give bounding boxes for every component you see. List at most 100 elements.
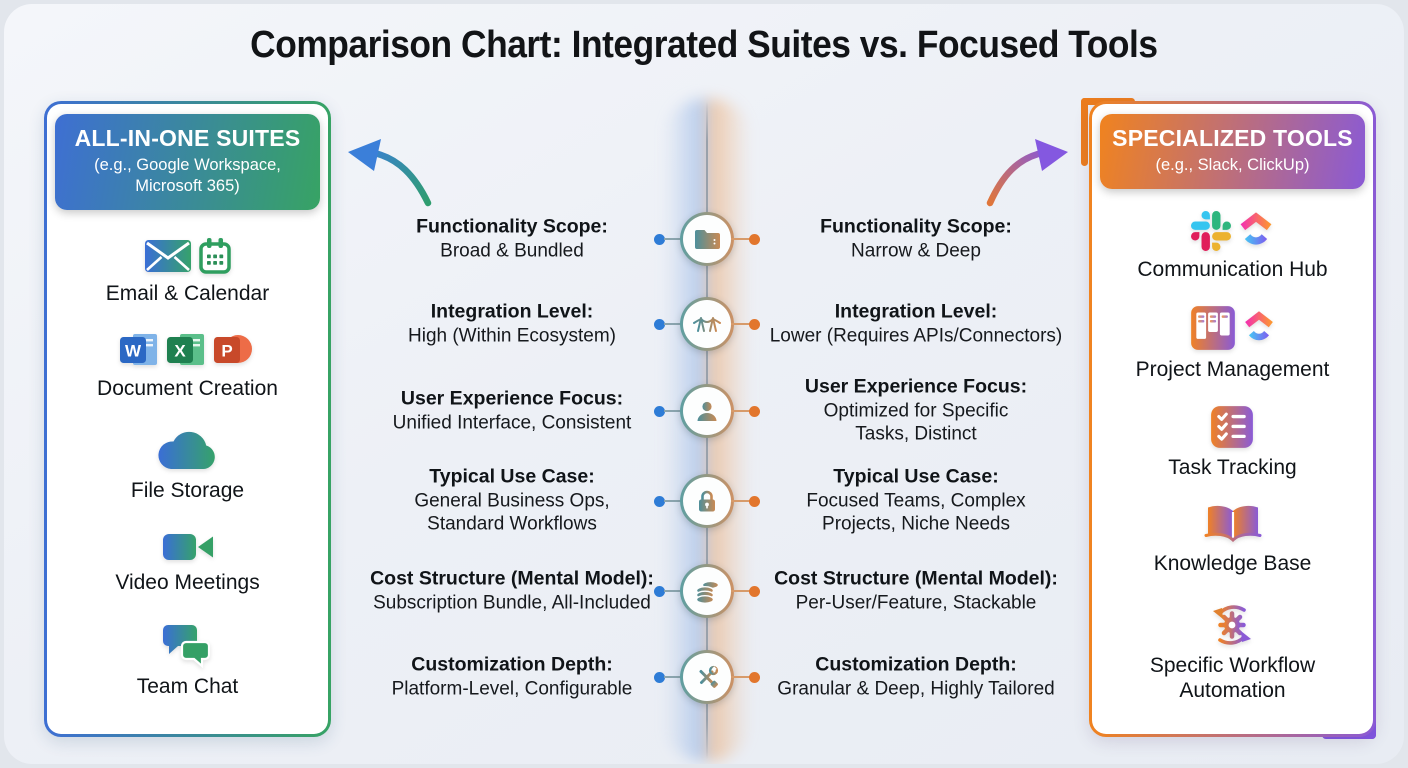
row-heading-left: Customization Depth: — [411, 653, 613, 676]
right-connector-line — [731, 322, 750, 326]
row-heading-right: Customization Depth: — [815, 653, 1017, 676]
specialized-tools-header: SPECIALIZED TOOLS (e.g., Slack, ClickUp) — [1100, 114, 1365, 190]
right-panel-subtitle: (e.g., Slack, ClickUp) — [1155, 156, 1310, 174]
slack-icon — [1190, 211, 1231, 252]
list-item-task-tracking: Task Tracking — [1168, 405, 1297, 481]
specialized-tools-panel: SPECIALIZED TOOLS (e.g., Slack, ClickUp) — [1089, 101, 1376, 737]
list-item-workflow-automation: Specific Workflow Automation — [1150, 599, 1315, 704]
clickup-icon — [1240, 212, 1272, 245]
bridge-icon — [693, 317, 721, 332]
right-panel-title: SPECIALIZED TOOLS — [1112, 125, 1353, 151]
list-item-knowledge-base: Knowledge Base — [1153, 503, 1312, 577]
envelope-icon — [145, 239, 191, 272]
kanban-icon — [1191, 306, 1235, 351]
row-heading-right: User Experience Focus: — [804, 375, 1028, 398]
gear-sync-icon — [1213, 605, 1252, 645]
left-connector-line — [664, 409, 683, 413]
all-in-one-suites-panel-body: ALL-IN-ONE SUITES (e.g., Google Workspac… — [47, 104, 328, 734]
list-item-file-storage: File Storage — [131, 428, 244, 504]
list-item-label: File Storage — [130, 479, 245, 503]
clickup-icon — [1245, 311, 1273, 341]
list-item-email-calendar: Email & Calendar — [106, 237, 269, 307]
row-heading-left: User Experience Focus: — [400, 387, 624, 410]
orange-corner-bracket — [1081, 98, 1088, 166]
list-item-label: Project Management — [1135, 358, 1330, 382]
row-heading-right: Typical Use Case: — [833, 465, 999, 488]
left-connector-dot — [654, 671, 665, 683]
calendar-icon — [199, 237, 231, 274]
list-item-document-creation: W X P Docum — [97, 333, 278, 402]
video-camera-icon — [162, 534, 213, 561]
row-heading-right: Integration Level: — [834, 300, 998, 323]
svg-text:W: W — [125, 341, 142, 360]
row-circle — [680, 384, 734, 438]
list-item-label: Knowledge Base — [1153, 552, 1312, 576]
tools-icon — [699, 665, 719, 688]
row-value-left: Broad & Bundled — [440, 240, 584, 262]
svg-text:X: X — [175, 341, 187, 360]
list-item-communication-hub: Communication Hub — [1137, 211, 1328, 283]
right-connector-dot — [749, 495, 760, 507]
left-connector-line — [664, 589, 683, 593]
left-connector-dot — [654, 318, 665, 330]
right-connector-line — [731, 409, 750, 413]
row-value-left: Platform-Level, Configurable — [391, 678, 633, 700]
left-connector-line — [664, 237, 683, 241]
cloud-icon — [158, 432, 216, 470]
left-connector-dot — [654, 495, 665, 507]
arrow-to-right-panel — [986, 139, 1068, 207]
row-circle — [680, 650, 734, 704]
powerpoint-icon: P — [214, 334, 253, 363]
list-item-label: Email & Calendar — [105, 281, 270, 305]
left-connector-dot — [654, 405, 665, 417]
open-book-icon — [1204, 506, 1261, 543]
row-heading-right: Cost Structure (Mental Model): — [774, 567, 1058, 590]
arrow-to-left-panel — [348, 139, 432, 207]
row-value-right: Optimized for Specific Tasks, Distinct — [823, 400, 1009, 445]
left-connector-line — [664, 322, 683, 326]
word-icon: W — [120, 333, 158, 365]
list-item-label: Document Creation — [97, 376, 278, 400]
row-value-right: Narrow & Deep — [851, 240, 981, 262]
right-connector-dot — [749, 671, 760, 683]
left-panel-title: ALL-IN-ONE SUITES — [74, 125, 301, 151]
right-connector-line — [731, 675, 750, 679]
left-panel-items: Email & Calendar W — [55, 210, 320, 726]
list-item-label: Team Chat — [136, 674, 239, 698]
all-in-one-suites-panel: ALL-IN-ONE SUITES (e.g., Google Workspac… — [44, 101, 331, 737]
chat-bubbles-icon — [163, 624, 211, 668]
right-connector-dot — [749, 233, 760, 245]
lock-icon — [699, 490, 715, 511]
row-heading-left: Integration Level: — [430, 300, 594, 323]
row-value-left: Unified Interface, Consistent — [392, 412, 632, 434]
row-heading-right: Functionality Scope: — [820, 215, 1012, 238]
coins-icon — [695, 580, 720, 604]
row-circle — [680, 474, 734, 528]
left-connector-dot — [654, 233, 665, 245]
list-item-label: Video Meetings — [115, 571, 260, 595]
left-connector-line — [664, 499, 683, 503]
row-circle — [680, 564, 734, 618]
list-item-label: Specific Workflow Automation — [1149, 654, 1316, 702]
row-circle — [680, 297, 734, 351]
all-in-one-suites-header: ALL-IN-ONE SUITES (e.g., Google Workspac… — [55, 114, 320, 211]
svg-text:P: P — [222, 341, 233, 360]
excel-icon: X — [167, 333, 205, 365]
checklist-icon — [1211, 406, 1254, 449]
left-panel-subtitle: (e.g., Google Workspace, Microsoft 365) — [94, 156, 281, 196]
row-heading-left: Cost Structure (Mental Model): — [370, 567, 654, 590]
specialized-tools-panel-body: SPECIALIZED TOOLS (e.g., Slack, ClickUp) — [1092, 104, 1373, 734]
row-value-right: Granular & Deep, Highly Tailored — [777, 678, 1055, 700]
infographic-canvas: Comparison Chart: Integrated Suites vs. … — [4, 4, 1404, 764]
list-item-video-meetings: Video Meetings — [115, 530, 260, 596]
list-item-team-chat: Team Chat — [136, 623, 239, 700]
right-connector-line — [731, 589, 750, 593]
list-item-project-management: Project Management — [1135, 305, 1330, 383]
row-value-right: Lower (Requires APIs/Connectors) — [769, 325, 1063, 347]
user-icon — [697, 401, 717, 421]
list-item-label: Communication Hub — [1137, 258, 1328, 282]
left-connector-line — [664, 675, 683, 679]
row-value-right: Per-User/Feature, Stackable — [795, 592, 1037, 614]
row-value-left: General Business Ops, Standard Workflows — [414, 490, 610, 535]
right-connector-dot — [749, 405, 760, 417]
